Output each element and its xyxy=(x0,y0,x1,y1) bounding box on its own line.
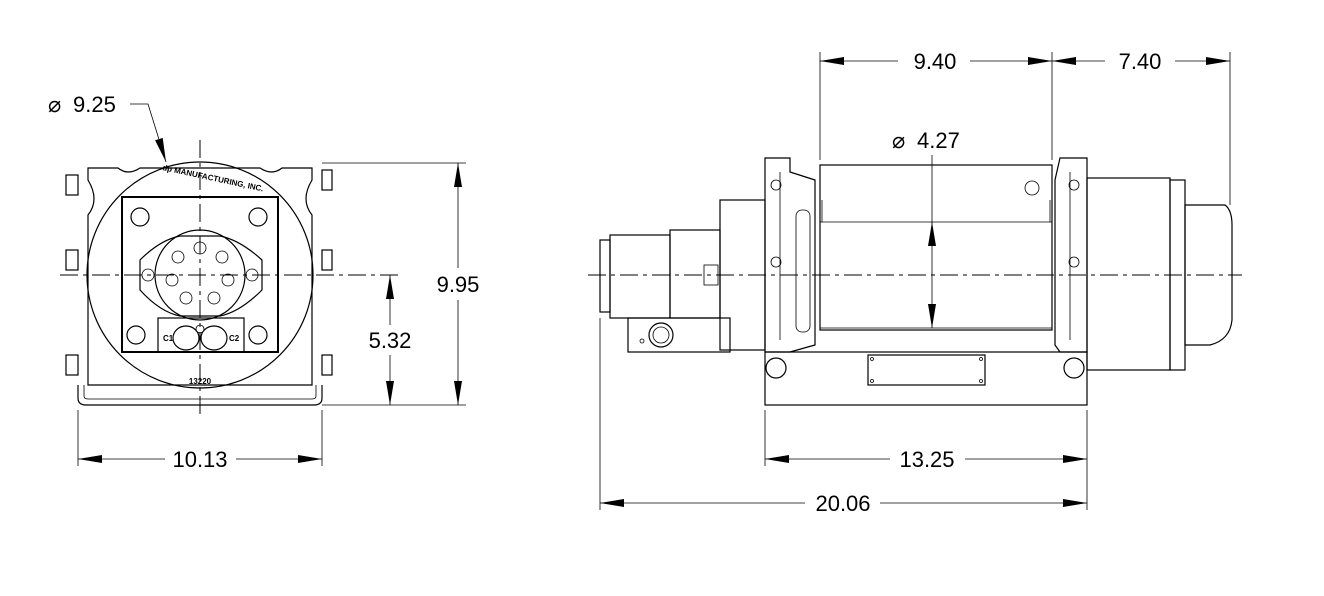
valve-block xyxy=(157,317,245,353)
frame-bolts xyxy=(65,169,333,376)
nameplate xyxy=(867,354,986,386)
diameter-symbol: ⌀ xyxy=(48,92,61,117)
dim-flange-diameter: 9.25 xyxy=(73,92,116,117)
front-view: C1 C2 13220 dp MANUFACTURING, INC. ⌀ 9.2… xyxy=(48,92,479,472)
gearbox-housing xyxy=(1086,177,1171,371)
dim-drum-diameter: 4.27 xyxy=(917,128,960,153)
right-end-plate xyxy=(1054,157,1088,353)
frame-outline xyxy=(87,167,313,386)
dim-height: 9.95 xyxy=(437,272,480,297)
plate-screws xyxy=(126,207,268,345)
port-label-c2: C2 xyxy=(229,334,240,343)
dim-motor-length: 7.40 xyxy=(1119,49,1162,74)
winch-base xyxy=(764,351,1088,406)
hydraulic-motor xyxy=(669,229,721,319)
dim-base-length: 13.25 xyxy=(899,447,954,472)
left-end-plate xyxy=(764,157,816,353)
motor-flange xyxy=(139,235,263,317)
dim-width: 10.13 xyxy=(172,447,227,472)
side-valve-block xyxy=(627,317,731,353)
side-view: 9.40 7.40 ⌀ 4.27 13.25 20.06 xyxy=(588,49,1242,516)
cable-drum xyxy=(819,164,1053,331)
drum-diameter-symbol: ⌀ xyxy=(892,128,905,153)
dim-centerline-height: 5.32 xyxy=(369,328,412,353)
brake-housing xyxy=(1184,204,1233,346)
dim-overall-length: 20.06 xyxy=(815,491,870,516)
port-label-c1: C1 xyxy=(163,334,174,343)
dim-drum-length: 9.40 xyxy=(914,49,957,74)
motor-end-cap xyxy=(609,234,671,319)
